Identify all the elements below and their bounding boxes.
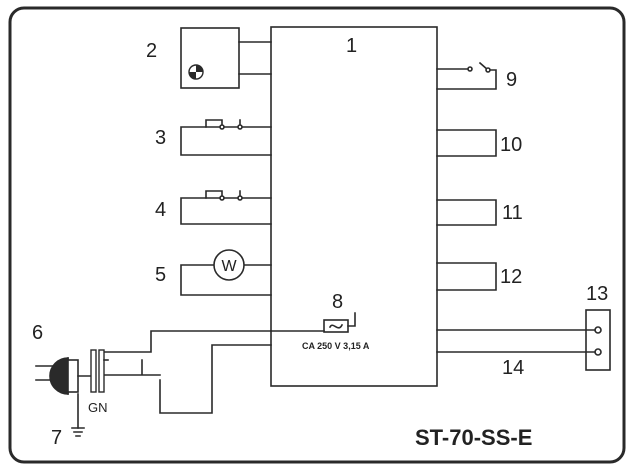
heater-loop [180, 249, 272, 296]
label-terminal: 13 [586, 283, 608, 305]
out-12-loop [436, 262, 497, 291]
label-plug: 6 [32, 322, 43, 344]
fuse-rating: CA 250 V 3,15 A [302, 341, 370, 351]
label-out-11: 11 [502, 202, 523, 224]
plug-icon [35, 349, 109, 395]
ground-code: GN [88, 400, 108, 415]
label-fuse: 8 [332, 291, 343, 313]
heater-icon [213, 249, 245, 281]
motor-block [180, 27, 272, 89]
switch-b-loop [180, 190, 272, 225]
label-switch-9: 9 [506, 69, 517, 91]
fuse [323, 312, 356, 333]
model-number: ST-70-SS-E [415, 425, 532, 450]
label-switch-a: 3 [155, 127, 166, 149]
label-out-10: 10 [500, 134, 522, 156]
terminal-block [585, 309, 611, 371]
heater-symbol: W [221, 258, 237, 275]
mains-wiring [102, 330, 325, 414]
outer-frame [8, 6, 626, 464]
label-ground: 7 [51, 427, 62, 449]
label-controller: 1 [346, 35, 357, 57]
switch-9-loop [436, 61, 497, 90]
switch-a-loop [180, 119, 272, 156]
label-switch-b: 4 [155, 199, 166, 221]
out-11-loop [436, 199, 497, 226]
label-motor: 2 [146, 40, 157, 62]
out-10-loop [436, 129, 497, 157]
label-heater: 5 [155, 264, 166, 286]
label-out-12: 12 [500, 266, 522, 288]
controller-box [270, 26, 438, 387]
ground-icon [71, 393, 85, 437]
label-line-14: 14 [502, 357, 524, 379]
